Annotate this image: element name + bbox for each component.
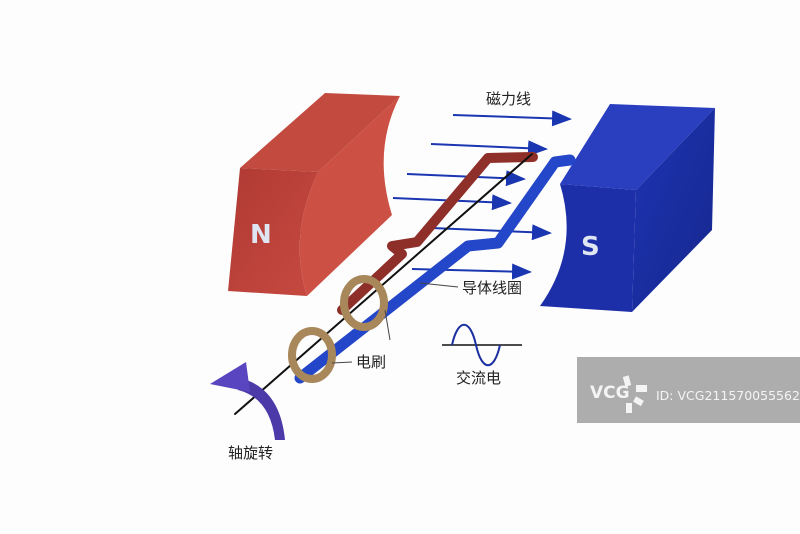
slip-ring <box>288 327 336 383</box>
coil-red-side <box>337 152 538 315</box>
north-magnet: N <box>228 93 400 296</box>
conductor-coil <box>234 152 576 415</box>
vcg-logo-icon <box>622 375 647 413</box>
rotation-label: 轴旋转 <box>228 444 273 462</box>
sine-wave-icon <box>442 323 522 367</box>
watermark-id: ID: VCG211570055562 <box>656 388 800 403</box>
south-magnet: S <box>540 104 715 312</box>
slip-ring <box>340 275 388 331</box>
north-pole-label: N <box>250 220 272 250</box>
leader-lines <box>331 282 459 364</box>
south-pole-label: S <box>581 232 600 262</box>
field-lines-label: 磁力线 <box>486 90 531 108</box>
field-arrow <box>431 224 552 241</box>
slip-rings <box>288 275 388 383</box>
watermark-logo: VCG <box>590 383 630 403</box>
brushes-label: 电刷 <box>356 353 386 371</box>
ac-label: 交流电 <box>456 369 501 387</box>
field-arrow <box>430 140 548 157</box>
field-arrow <box>452 110 572 127</box>
coil-blue-side <box>294 154 576 384</box>
curved-arrow-icon <box>210 362 285 440</box>
watermark: VCG ID: VCG211570055562 <box>577 357 800 423</box>
shaft <box>234 153 533 415</box>
coil-label: 导体线圈 <box>462 279 522 297</box>
